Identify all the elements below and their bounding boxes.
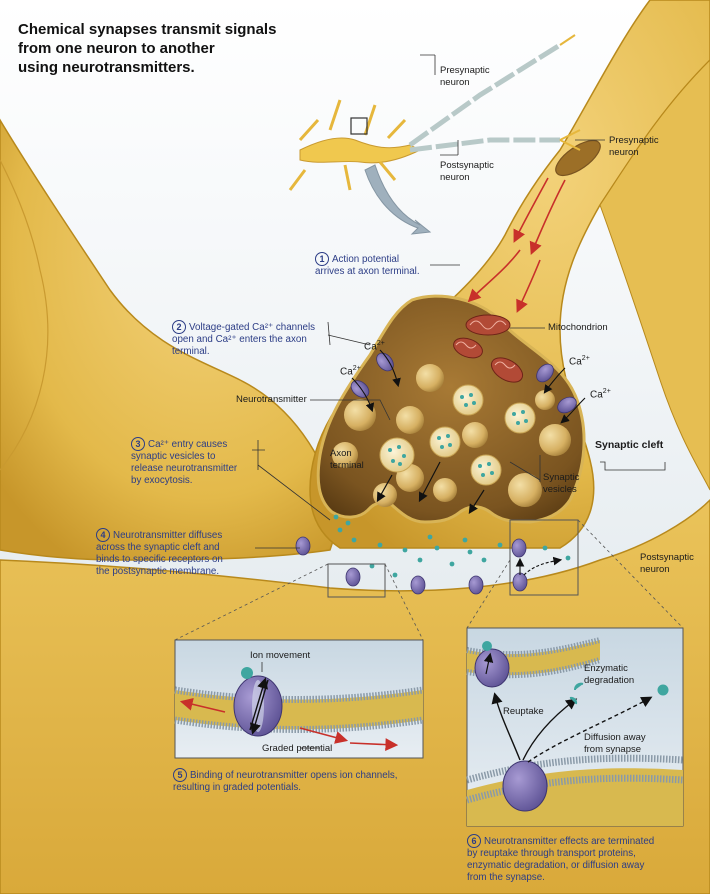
- label-ion-movement: Ion movement: [250, 650, 311, 661]
- label-ca-2: Ca2+: [340, 365, 361, 378]
- step-5-number: 5: [173, 768, 187, 782]
- label-reuptake: Reuptake: [503, 706, 544, 717]
- label-synaptic-vesicles: Synaptic vesicles: [543, 472, 580, 495]
- step-6-number: 6: [467, 834, 481, 848]
- label-graded-potential: Graded potential: [262, 743, 333, 754]
- title-line-3: using neurotransmitters.: [18, 59, 195, 76]
- label-synaptic-cleft: Synaptic cleft: [595, 439, 664, 451]
- label-ca-4: Ca2+: [590, 388, 611, 401]
- title-line-1: Chemical synapses transmit signals: [18, 21, 277, 38]
- diagram-title: Chemical synapses transmit signals from …: [18, 20, 276, 77]
- label-neurotransmitter: Neurotransmitter: [236, 394, 307, 405]
- step-2-number: 2: [172, 320, 186, 334]
- presynaptic-right: [599, 59, 710, 491]
- title-line-2: from one neuron to another: [18, 40, 215, 57]
- cleft-neurotransmitters: [333, 514, 571, 578]
- dendrite-left-branch: [0, 159, 49, 471]
- label-postsynaptic-top: Postsynaptic neuron: [440, 160, 494, 183]
- postsynaptic-receptors: [295, 536, 528, 595]
- label-ca-3: Ca2+: [569, 355, 590, 368]
- label-axon-terminal: Axon terminal: [330, 448, 364, 471]
- inset-termination: [466, 627, 684, 827]
- step-1-number: 1: [315, 252, 329, 266]
- label-postsynaptic-right: Postsynaptic neuron: [640, 552, 694, 575]
- action-potential-arrows: [467, 177, 566, 313]
- zoom-arrow: [364, 164, 432, 235]
- inset-ion-channel: [174, 639, 424, 759]
- step-4-number: 4: [96, 528, 110, 542]
- small-neuron: [288, 34, 581, 191]
- postsynaptic-arrows: [515, 556, 563, 576]
- zoom-box-left: [327, 563, 386, 598]
- zoom-guides: [174, 519, 684, 641]
- zoom-box-right: [509, 519, 579, 596]
- axon-cut-end: [555, 139, 601, 177]
- leader-lines: [252, 54, 666, 549]
- step-3-number: 3: [131, 437, 145, 451]
- label-ca-1: Ca2+: [364, 340, 385, 353]
- label-mitochondrion: Mitochondrion: [548, 322, 608, 333]
- label-enzymatic-degradation: Enzymatic degradation: [584, 663, 635, 686]
- nt-vesicles: [379, 384, 536, 486]
- synaptic-vesicles: [332, 364, 571, 507]
- mitochondria: [453, 314, 524, 383]
- label-diffusion-away: Diffusion away from synapse: [584, 732, 646, 755]
- label-presynaptic-right: Presynaptic neuron: [609, 135, 659, 158]
- ca-entry-arrows: [351, 349, 586, 424]
- label-presynaptic-top: Presynaptic neuron: [440, 65, 490, 88]
- vesicle-arrows: [376, 461, 485, 515]
